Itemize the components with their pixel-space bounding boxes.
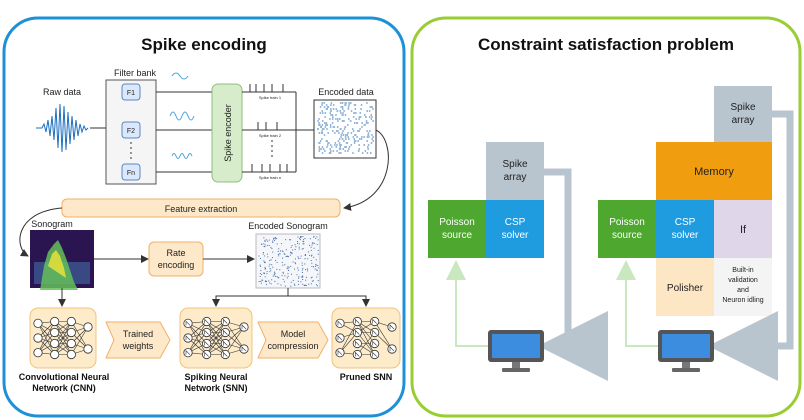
filter-f1-label: F1 [127, 90, 135, 97]
sonogram-label: Sonogram [31, 219, 73, 229]
rate-encoding-line2: encoding [158, 260, 195, 270]
computer-1-icon [488, 330, 544, 372]
spike-train-2-label: Spike train 2 [259, 133, 282, 138]
spike-array-2-to-computer-arrow [708, 110, 794, 381]
encoded-data-raster [317, 102, 374, 154]
polisher-box [656, 258, 714, 316]
spike-train-1-label: Spike train 1 [259, 95, 282, 100]
right-panel-title: Constraint satisfaction problem [478, 35, 734, 54]
sono-to-pruned-arrow [288, 295, 370, 307]
trained-weights-line2: weights [122, 341, 154, 351]
trained-weights-line1: Trained [123, 329, 153, 339]
csp-solver-1-line1: CSP [505, 217, 526, 228]
poisson-source-1-line1: Poisson [439, 217, 475, 228]
filter-f1 [121, 83, 141, 101]
csp-solver-2-line2: solver [672, 230, 699, 241]
poisson-source-1-line2: source [442, 230, 472, 241]
builtin-line1: Built-in [732, 267, 754, 274]
csp-panel: Constraint satisfaction problem Spike ar… [410, 16, 802, 418]
feature-to-sonogram-arrow [19, 207, 63, 257]
model-compression-line2: compression [267, 341, 318, 351]
builtin-line4: Neuron idling [722, 297, 763, 304]
raw-data-waveform [36, 103, 89, 153]
filter-fn [121, 163, 141, 181]
filter-bank-label: Filter bank [114, 68, 157, 78]
poisson-source-2-box [598, 200, 656, 258]
spike-train-n-label: Spike train n [259, 175, 281, 180]
sono-to-snn-arrow [212, 288, 289, 307]
poisson-source-2-line1: Poisson [609, 217, 645, 228]
cnn-label-line2: Network (CNN) [32, 383, 96, 393]
builtin-line2: validation [728, 277, 758, 284]
spike-array-1-line1: Spike [502, 159, 527, 170]
poisson-source-2-line2: source [612, 230, 642, 241]
snn-network [183, 316, 249, 360]
memory-label: Memory [694, 166, 734, 178]
filtered-wave-1 [171, 72, 189, 80]
pruned-snn-network [335, 316, 397, 360]
builtin-box [714, 258, 772, 316]
rate-encoding-line1: Rate [166, 248, 185, 258]
filtered-wave-n [171, 153, 193, 159]
spike-array-2-box [714, 86, 772, 142]
feature-extraction-label: Feature extraction [165, 204, 238, 214]
raw-data-label: Raw data [43, 87, 81, 97]
snn-label-line1: Spiking Neural [184, 372, 247, 382]
filter-f2 [121, 121, 141, 139]
encoded-sonogram-raster [258, 236, 319, 287]
encoded-data-label: Encoded data [318, 87, 374, 97]
if-box [714, 200, 772, 258]
if-label: If [740, 224, 747, 236]
spike-array-1-line2: array [504, 172, 527, 183]
cnn-network [33, 316, 93, 360]
encoded-to-feature-arrow [343, 129, 389, 211]
spike-array-1-box [486, 142, 544, 200]
csp-solver-1-line2: solver [502, 230, 529, 241]
poisson-source-1-box [428, 200, 486, 258]
computer-1-to-poisson-arrow [446, 260, 488, 347]
spike-array-2-line2: array [732, 115, 755, 126]
model-compression-arrow [257, 321, 329, 359]
computer-2-icon [658, 330, 714, 372]
model-compression-line1: Model [281, 329, 306, 339]
spike-array-2-line1: Spike [730, 102, 755, 113]
spike-encoding-panel: Spike encoding Raw data Filter bank F1 F… [2, 16, 406, 418]
spike-encoder-label: Spike encoder [223, 104, 233, 162]
memory-box [656, 142, 772, 200]
cnn-label-line1: Convolutional Neural [19, 372, 110, 382]
pruned-snn-label: Pruned SNN [340, 372, 393, 382]
csp-solver-1-box [486, 200, 544, 258]
filter-f2-label: F2 [127, 128, 135, 135]
spike-array-1-to-computer-arrow [538, 168, 608, 381]
spike-encoder-box [211, 83, 243, 183]
encoded-sonogram-image [255, 233, 321, 289]
polisher-label: Polisher [667, 283, 704, 294]
csp-solver-2-box [656, 200, 714, 258]
builtin-line3: and [737, 287, 749, 294]
csp-solver-2-line1: CSP [675, 217, 696, 228]
left-panel-title: Spike encoding [141, 35, 267, 54]
snn-label-line2: Network (SNN) [184, 383, 247, 393]
filtered-wave-2 [169, 111, 195, 121]
trained-weights-arrow [105, 321, 171, 359]
filter-fn-label: Fn [127, 170, 135, 177]
computer-2-to-poisson-arrow [616, 260, 658, 347]
encoded-sonogram-label: Encoded Sonogram [248, 221, 328, 231]
spike-trains [242, 84, 314, 173]
